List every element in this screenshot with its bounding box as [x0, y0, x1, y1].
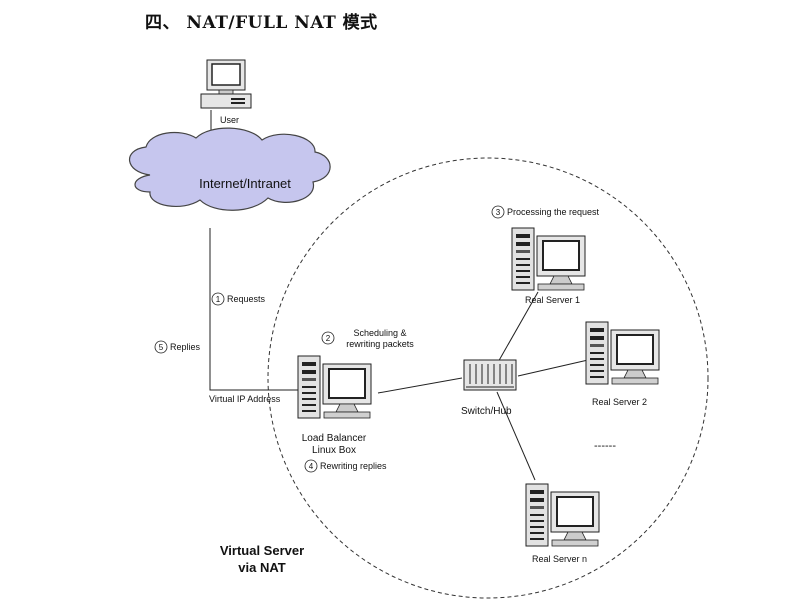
step-4-number: 4: [309, 462, 314, 471]
user-label: User: [220, 115, 239, 125]
step-4-marker: [304, 459, 318, 473]
cloud-lb-link: [209, 228, 298, 391]
real-server-2-label: Real Server 2: [592, 397, 647, 407]
real-server-n-label: Real Server n: [532, 554, 587, 564]
step-3-number: 3: [496, 208, 501, 217]
real-server-2-icon: [585, 321, 660, 385]
vip-label: Virtual IP Address: [209, 394, 281, 404]
cloud-icon: [128, 127, 331, 211]
step-2-label-line2: rewriting packets: [346, 339, 414, 349]
switch-hub-icon: [463, 359, 517, 391]
step-1-marker: [211, 292, 225, 306]
step-3-marker: [491, 205, 505, 219]
step-2-number: 2: [326, 334, 331, 343]
step-1-label: Requests: [227, 294, 266, 304]
step-3-label: Processing the request: [507, 207, 600, 217]
switch-rs2-link: [517, 359, 589, 377]
step-1-number: 1: [216, 295, 221, 304]
user-computer-icon: [200, 59, 252, 109]
lb-label-line2: Linux Box: [312, 445, 356, 456]
step-4-label: Rewriting replies: [320, 461, 387, 471]
switch-rs1-link: [496, 291, 539, 365]
caption-line1: Virtual Server: [220, 543, 304, 558]
real-server-1-icon: [511, 227, 586, 291]
real-server-1-label: Real Server 1: [525, 295, 580, 305]
lb-switch-link: [377, 377, 463, 394]
more-servers-ellipsis: ------: [594, 440, 616, 452]
step-5-marker: [154, 340, 168, 354]
switch-rsn-link: [496, 391, 536, 481]
virtual-server-boundary: [267, 157, 709, 599]
switch-label: Switch/Hub: [461, 406, 512, 417]
cloud-label: Internet/Intranet: [199, 176, 291, 191]
caption-line2: via NAT: [238, 560, 285, 575]
load-balancer-icon: [297, 355, 372, 419]
section-heading: 四、 NAT/FULL NAT 模式: [145, 13, 378, 33]
step-5-number: 5: [159, 343, 164, 352]
step-2-marker: [321, 331, 335, 345]
step-5-label: Replies: [170, 342, 201, 352]
real-server-n-icon: [525, 483, 600, 547]
lb-label-line1: Load Balancer: [302, 433, 367, 444]
step-2-label-line1: Scheduling &: [353, 328, 406, 338]
